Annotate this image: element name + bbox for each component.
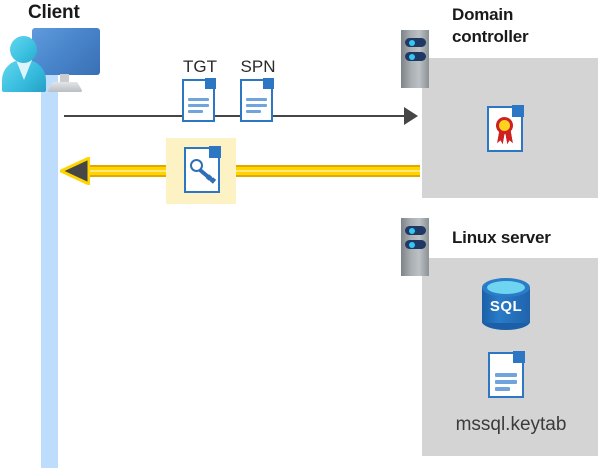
request-arrow-line <box>64 115 407 117</box>
server-led-icon <box>409 227 415 234</box>
spn-document-icon <box>240 78 274 122</box>
keytab-document-icon <box>488 351 525 398</box>
domain-controller-label: Domain controller <box>452 5 529 46</box>
document-text-line <box>188 98 209 101</box>
request-arrow-head-icon <box>404 107 418 125</box>
document-text-line <box>246 104 267 107</box>
document-text-line <box>246 110 261 113</box>
sql-database-icon: SQL <box>482 278 530 330</box>
keytab-label: mssql.keytab <box>455 414 567 435</box>
document-fold <box>512 105 524 117</box>
sql-label: SQL <box>489 298 523 315</box>
tgt-document-icon <box>182 78 216 122</box>
cylinder-top-inner <box>487 281 525 294</box>
document-fold <box>513 351 525 363</box>
seal-badge-icon <box>496 117 513 134</box>
user-head-icon <box>10 36 37 63</box>
linux-server-label: Linux server <box>452 228 551 247</box>
server-bay <box>405 38 426 47</box>
monitor-base-icon <box>47 82 83 92</box>
linux-server-icon <box>401 218 429 276</box>
document-text-line <box>246 98 267 101</box>
document-text-line <box>495 387 510 391</box>
key-ring-icon <box>190 159 203 172</box>
client-lifeline <box>41 74 58 468</box>
document-text-line <box>495 380 517 384</box>
document-fold <box>209 146 221 158</box>
document-text-line <box>188 110 203 113</box>
response-arrow-head-icon <box>60 157 90 185</box>
document-text-line <box>495 373 517 377</box>
monitor-stand-icon <box>60 74 69 85</box>
certificate-document-icon <box>487 105 524 152</box>
server-led-icon <box>409 39 415 46</box>
document-fold <box>263 78 274 89</box>
server-led-icon <box>409 241 415 248</box>
tgt-label: TGT <box>183 57 217 76</box>
client-label: Client <box>28 2 80 23</box>
document-text-line <box>188 104 209 107</box>
server-bay <box>405 240 426 249</box>
document-fold <box>205 78 216 89</box>
spn-label: SPN <box>240 57 276 76</box>
server-bay <box>405 52 426 61</box>
server-led-icon <box>409 53 415 60</box>
response-arrow-line <box>74 165 420 177</box>
key-document-icon <box>184 146 221 193</box>
domain-controller-server-icon <box>401 30 429 88</box>
monitor-icon <box>32 28 100 75</box>
server-bay <box>405 226 426 235</box>
